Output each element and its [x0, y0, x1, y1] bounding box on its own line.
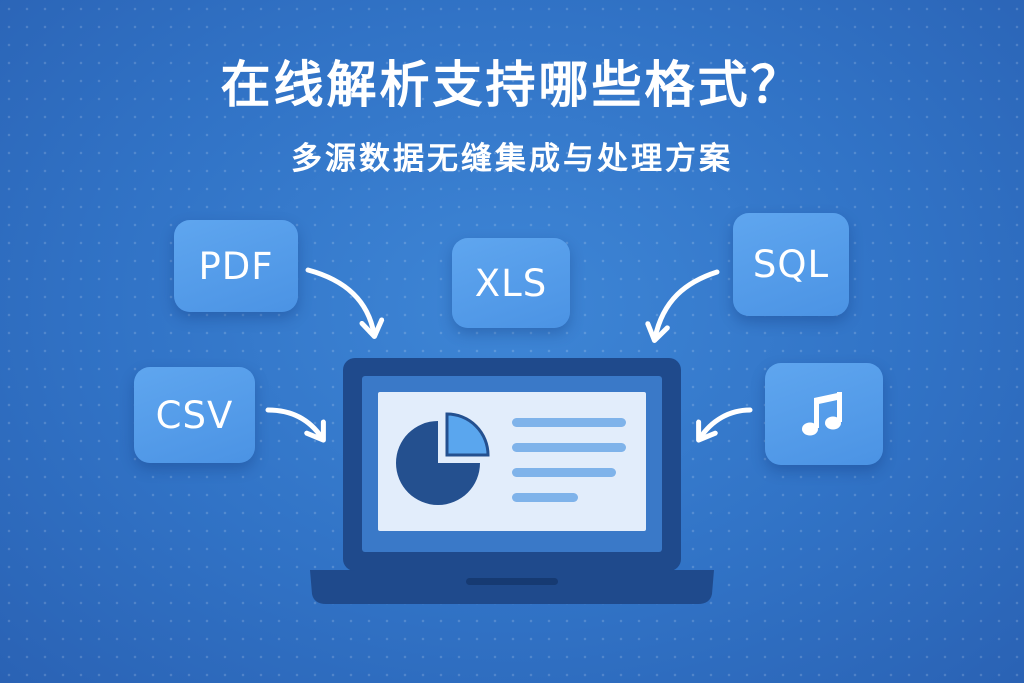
arrow-csv: [265, 407, 326, 443]
pie-slice: [445, 412, 490, 457]
arrow-pdf: [305, 267, 385, 339]
pie-main: [396, 421, 480, 505]
xls-badge: XLS: [452, 238, 570, 328]
laptop-notch: [466, 578, 558, 585]
arrow-sql: [645, 269, 720, 343]
page-title: 在线解析支持哪些格式？: [220, 56, 804, 114]
text-line: [512, 493, 578, 502]
text-line: [512, 418, 626, 427]
csv-badge: CSV: [134, 367, 255, 463]
pdf-badge: PDF: [174, 220, 298, 312]
screen-text-lines: [512, 418, 626, 502]
text-line: [512, 468, 616, 477]
laptop-base: [310, 570, 714, 604]
page-subtitle: 多源数据无缝集成与处理方案: [291, 141, 733, 177]
sql-badge: SQL: [733, 213, 849, 316]
arrow-audio: [696, 407, 753, 443]
audio-badge: [765, 363, 883, 465]
pie-chart-icon: [396, 412, 490, 505]
music-note-icon: [802, 392, 842, 436]
text-line: [512, 443, 626, 452]
